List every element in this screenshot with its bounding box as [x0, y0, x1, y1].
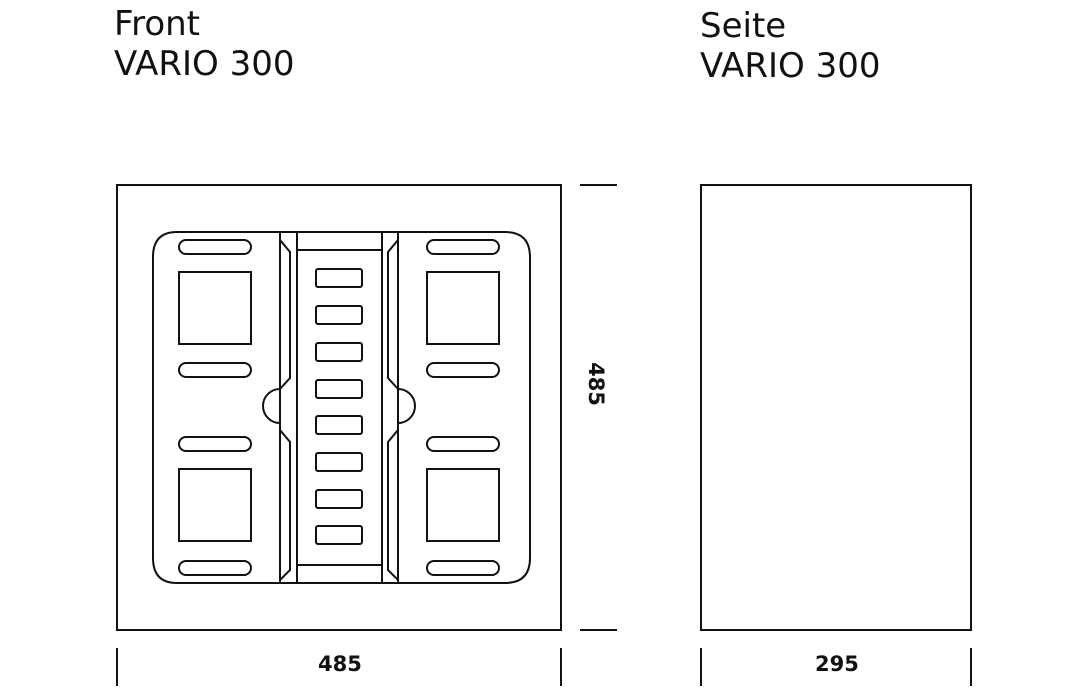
- compartment-window: [426, 468, 500, 542]
- handle-slot: [178, 239, 252, 255]
- compartment-window: [178, 468, 252, 542]
- front-width-label: 485: [318, 652, 362, 676]
- center-slot: [315, 525, 363, 545]
- side-view-title-line2: VARIO 300: [700, 46, 881, 86]
- front-view-drawing: [116, 184, 617, 686]
- handle-slot: [178, 560, 252, 576]
- left-compartments: [178, 239, 252, 576]
- side-width-label: 295: [815, 652, 859, 676]
- side-view-title-line1: Seite: [700, 6, 787, 46]
- compartment-window: [178, 271, 252, 345]
- center-slot: [315, 452, 363, 472]
- right-divider: [381, 232, 416, 583]
- center-slot: [315, 489, 363, 509]
- center-slot: [315, 415, 363, 435]
- handle-slot: [426, 239, 500, 255]
- handle-slot: [178, 436, 252, 452]
- side-outer-frame: [700, 184, 972, 631]
- center-slot: [315, 268, 363, 288]
- handle-slot: [426, 362, 500, 378]
- side-view-title: Seite VARIO 300: [700, 6, 880, 86]
- front-height-label: 485: [583, 362, 608, 406]
- center-slots: [315, 268, 363, 545]
- center-slot: [315, 342, 363, 362]
- handle-slot: [178, 362, 252, 378]
- front-inner-tray: [152, 231, 531, 584]
- left-divider: [262, 232, 298, 583]
- center-slot: [315, 379, 363, 399]
- front-view-title-line1: Front: [114, 4, 200, 44]
- compartment-window: [426, 271, 500, 345]
- front-outer-frame: [116, 184, 562, 631]
- center-slot: [315, 305, 363, 325]
- front-view-title-line2: VARIO 300: [114, 44, 295, 84]
- side-view-drawing: [700, 184, 972, 686]
- front-view-title: Front VARIO 300: [114, 4, 294, 84]
- right-compartments: [426, 239, 500, 576]
- handle-slot: [426, 436, 500, 452]
- handle-slot: [426, 560, 500, 576]
